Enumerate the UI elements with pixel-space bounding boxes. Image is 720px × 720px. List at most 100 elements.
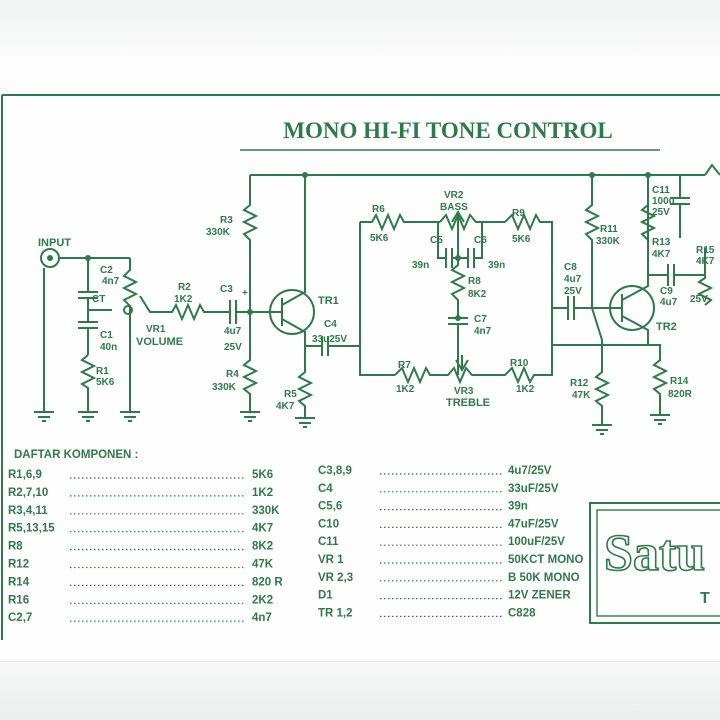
component-value: 330K (252, 505, 280, 517)
component-value: 47uF/25V (508, 518, 559, 530)
component-value: 820 R (252, 576, 283, 588)
svg-text:5K6: 5K6 (512, 234, 531, 245)
svg-text:R1: R1 (96, 366, 109, 377)
svg-text:R7: R7 (398, 360, 411, 371)
svg-text:4K7: 4K7 (696, 256, 715, 267)
svg-text:VR1: VR1 (146, 324, 166, 335)
svg-text:TR2: TR2 (656, 321, 677, 333)
svg-text:1K2: 1K2 (396, 384, 415, 395)
svg-text:330K: 330K (596, 236, 621, 247)
svg-text:330K: 330K (206, 227, 231, 238)
component-part: VR 2,3 (318, 572, 353, 584)
r14-resistor (552, 344, 669, 415)
brand-sub: T (700, 590, 710, 607)
svg-text:C9: C9 (660, 286, 673, 297)
svg-text:R10: R10 (510, 358, 529, 369)
svg-text:4K7: 4K7 (652, 249, 671, 260)
svg-text:5K6: 5K6 (370, 233, 389, 244)
schematic-diagram: MONO HI-FI TONE CONTROL (1, 94, 720, 640)
brand-box (589, 502, 720, 624)
svg-text:8K2: 8K2 (468, 289, 487, 300)
svg-text:25V: 25V (652, 207, 670, 218)
component-part: R14 (8, 576, 30, 588)
component-value: B 50K MONO (508, 572, 580, 584)
component-value: 50KCT MONO (508, 554, 583, 566)
svg-text:R8: R8 (468, 276, 481, 287)
svg-text:1K2: 1K2 (516, 384, 535, 395)
component-part: R16 (8, 594, 29, 606)
svg-text:4K7: 4K7 (276, 401, 295, 412)
component-value: 5K6 (252, 469, 273, 481)
r2-resistor (165, 302, 228, 322)
svg-text:R3: R3 (220, 215, 233, 226)
svg-text:33u25V: 33u25V (312, 334, 347, 345)
tr1-transistor (269, 289, 315, 335)
svg-text:VR3: VR3 (454, 386, 474, 397)
r13-resistor (639, 175, 668, 276)
vr1-volume-pot (121, 258, 139, 412)
component-part: D1 (318, 590, 333, 602)
brand-box-inner (596, 509, 720, 617)
schematic-labels: INPUT C2 4n7 CT C1 40n R1 5K6 R2 1K2 VR1… (38, 185, 715, 412)
svg-text:VR2: VR2 (444, 190, 464, 201)
component-value: 2K2 (252, 594, 273, 606)
r6-resistor (360, 212, 440, 232)
r12-resistor (591, 307, 611, 425)
r3-resistor (241, 175, 259, 312)
label-input: INPUT (38, 237, 71, 249)
component-value: 100uF/25V (508, 536, 565, 548)
vr3-wiper (455, 355, 469, 372)
component-value: 4K7 (252, 523, 273, 535)
svg-text:C6: C6 (474, 235, 487, 246)
ground-symbols (34, 411, 670, 435)
svg-text:4n7: 4n7 (474, 326, 492, 337)
svg-text:C7: C7 (474, 314, 487, 325)
r7-vr3-r10-chain (394, 345, 553, 385)
component-value: 4u7/25V (508, 465, 552, 477)
svg-text:39n: 39n (488, 260, 505, 271)
brand-logo: Satu (604, 525, 705, 582)
component-part: R5,13,15 (8, 523, 55, 535)
tr2-leads (612, 175, 660, 346)
svg-text:R9: R9 (512, 208, 525, 219)
svg-text:4u7: 4u7 (660, 297, 678, 308)
component-part: C3,8,9 (318, 465, 352, 477)
tr2-transistor (609, 285, 655, 331)
c2-c1-capacitors (78, 258, 98, 355)
component-part: R3,4,11 (8, 505, 48, 517)
svg-text:25V: 25V (690, 294, 708, 305)
svg-text:C3: C3 (220, 284, 233, 295)
component-part: C11 (318, 536, 339, 548)
component-list-heading: DAFTAR KOMPONEN : (14, 449, 138, 461)
r15-resistor (696, 248, 714, 306)
svg-text:TREBLE: TREBLE (446, 397, 490, 409)
component-value: 1K2 (252, 487, 273, 499)
r11-resistor (583, 175, 601, 308)
svg-text:R13: R13 (652, 237, 671, 248)
vr1-wiper-arrow (139, 295, 165, 313)
svg-text:R14: R14 (670, 376, 689, 387)
component-part: R8 (8, 541, 23, 553)
svg-text:BASS: BASS (440, 202, 468, 213)
tone-left-bus (359, 222, 395, 376)
component-part: C5,6 (318, 501, 342, 513)
svg-text:4u7: 4u7 (564, 274, 582, 285)
c9-capacitor (667, 264, 705, 286)
vr1-wiper (123, 305, 133, 315)
svg-text:C5: C5 (430, 235, 443, 246)
vr2-wiper (451, 210, 465, 238)
c11-capacitor (670, 175, 690, 238)
svg-text:40n: 40n (100, 342, 117, 353)
svg-text:R6: R6 (372, 204, 385, 215)
tr1-leads (272, 175, 306, 360)
svg-text:25V: 25V (224, 342, 242, 353)
svg-text:R15: R15 (696, 245, 715, 256)
svg-text:C11: C11 (652, 185, 670, 196)
component-part: C2,7 (8, 612, 32, 624)
svg-text:R12: R12 (570, 378, 589, 389)
r1-resistor (79, 354, 97, 412)
svg-text:CT: CT (92, 294, 105, 305)
component-value: 33uF/25V (508, 483, 559, 495)
